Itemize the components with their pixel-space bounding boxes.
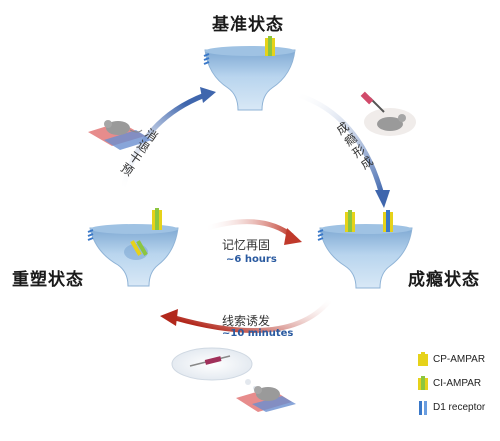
cp-ampar-icon (265, 36, 275, 56)
arrow-extinction-intervention (120, 87, 216, 189)
label-cue-induced-time: ~10 minutes (222, 328, 294, 339)
arrow-memory-reconsolidation (206, 219, 302, 245)
state-label-remodeling: 重塑状态 (12, 270, 84, 290)
arrow-addiction-formation (297, 92, 390, 208)
ci-ampar-icon (418, 376, 428, 390)
legend: CP-AMPAR CI-AMPAR D1 receptor (417, 350, 499, 422)
mouse-injection-icon (360, 91, 416, 136)
spine-baseline (203, 36, 296, 111)
d1-receptor-icon (87, 229, 94, 241)
state-label-addiction: 成瘾状态 (408, 270, 480, 290)
legend-item-d1-receptor: D1 receptor (417, 398, 499, 422)
legend-label: CP-AMPAR (433, 354, 486, 365)
legend-label: D1 receptor (433, 402, 486, 413)
mouse-cue-icon (171, 347, 296, 412)
spine-remodeling (87, 208, 179, 287)
label-memory-retrieval-time: ~6 hours (226, 254, 277, 265)
d1-receptor-icon (203, 53, 210, 65)
cp-ampar-icon (130, 208, 162, 256)
label-memory-retrieval: 记忆再固 (222, 238, 271, 252)
legend-item-cp-ampar: CP-AMPAR (417, 350, 499, 374)
legend-item-ci-ampar: CI-AMPAR (417, 374, 499, 398)
cp-ampar-icon (418, 352, 428, 366)
state-label-baseline: 基准状态 (212, 15, 284, 35)
legend-label: CI-AMPAR (433, 378, 482, 389)
mouse-on-mat-left-icon (88, 120, 152, 150)
d1-receptor-icon (317, 229, 324, 241)
d1-receptor-icon (419, 401, 427, 415)
label-cue-induced: 线索诱发 (222, 314, 271, 328)
arrow-cue-induced (160, 298, 332, 333)
cp-ampar-icon (345, 210, 393, 232)
spine-addiction (317, 210, 413, 289)
